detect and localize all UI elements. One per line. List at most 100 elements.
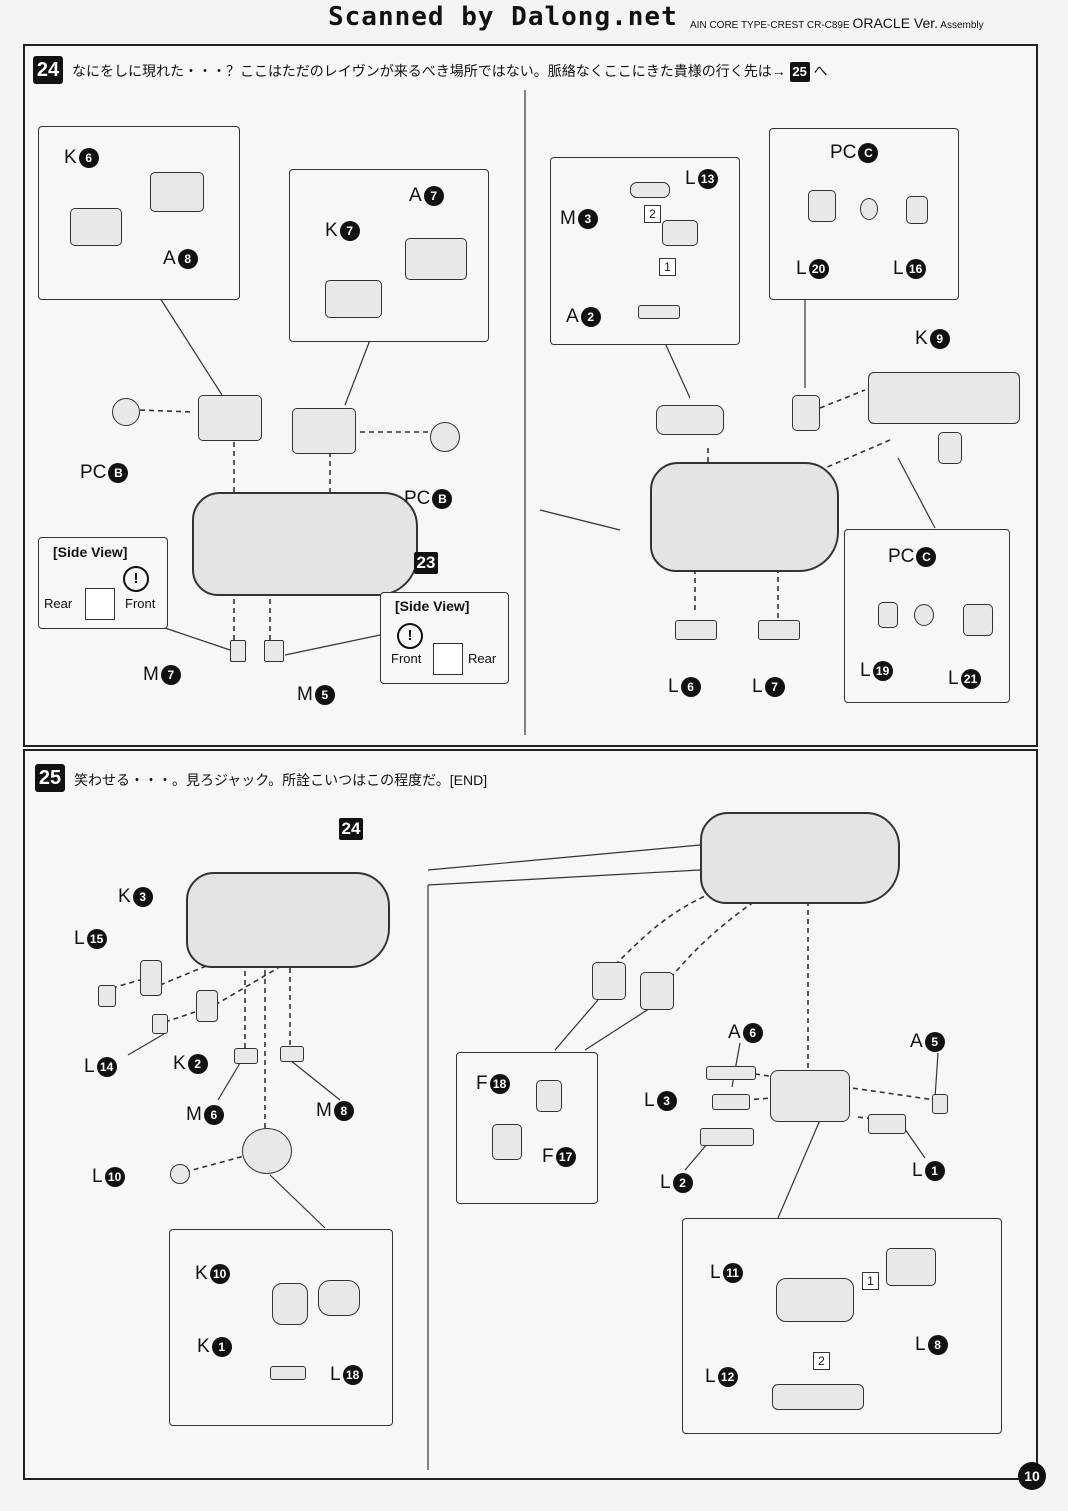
part-l11 [776, 1278, 854, 1322]
part-a6 [706, 1066, 756, 1080]
side-view-left-title: [Side View] [53, 544, 128, 560]
side-view-right-front: Front [391, 651, 422, 666]
part-l19 [878, 602, 898, 628]
part-l14 [152, 1014, 168, 1034]
step25-number: 25 [35, 764, 65, 792]
part-f-block-1 [592, 962, 626, 1000]
side-view-right-title: [Side View] [395, 598, 470, 614]
part-k2 [196, 990, 218, 1022]
assembly-24 [186, 872, 390, 968]
assembly-ref-24: 24 [339, 818, 363, 840]
step24-number: 24 [33, 56, 63, 84]
part-l7 [758, 620, 800, 640]
part-a7 [405, 238, 467, 280]
model-name: AIN CORE TYPE-CREST CR-C89E [690, 20, 850, 31]
side-view-right-rear: Rear [468, 651, 497, 666]
part-k1 [270, 1366, 306, 1380]
order-mark-1-step25: 1 [862, 1272, 879, 1290]
side-view-left-part [85, 588, 115, 620]
step25-text: 笑わせる・・・。見ろジャック。所詮こいつはこの程度だ。[END] [74, 772, 488, 788]
step24-next-ref: 25 [789, 62, 810, 83]
step24-instruction: なにをしに現れた・・・？ここはただのレイヴンが来るべき場所ではない。脈絡なくここ… [72, 61, 828, 83]
side-view-right: [Side View] ! Front Rear [380, 592, 509, 684]
part-l1 [868, 1114, 906, 1134]
part-barrel-assembly [656, 405, 724, 435]
step24-suffix: へ [813, 63, 828, 79]
section-name: Assembly [940, 20, 984, 31]
part-l12 [772, 1384, 864, 1410]
part-pcb-right [430, 422, 460, 452]
part-l21 [963, 604, 993, 636]
page-number: 10 [1018, 1462, 1046, 1490]
order-mark-1: 1 [659, 258, 676, 276]
part-m8 [280, 1046, 304, 1062]
part-f17 [536, 1080, 562, 1112]
side-view-left: [Side View] ! Rear Front [38, 537, 168, 629]
part-m3 [630, 182, 670, 198]
part-k6 [70, 208, 122, 246]
part-pcc-bottom [914, 604, 934, 626]
part-l2 [700, 1128, 754, 1146]
part-base [770, 1070, 850, 1122]
part-m5 [264, 640, 284, 662]
part-f18 [492, 1124, 522, 1160]
caution-icon: ! [397, 623, 423, 649]
assembly-step24-main [650, 462, 839, 572]
part-l20-placed [792, 395, 820, 431]
part-k9 [868, 372, 1020, 424]
scanner-credit: Scanned by Dalong.net [328, 2, 678, 32]
side-view-right-part [433, 643, 463, 675]
part-l18 [318, 1280, 360, 1316]
step24-text: なにをしに現れた・・・？ここはただのレイヴンが来るべき場所ではない。脈絡なくここ… [72, 63, 786, 79]
assembly-ref-23: 23 [414, 552, 438, 574]
detail-box-f18-f17 [456, 1052, 598, 1204]
part-a2 [638, 305, 680, 319]
part-l13 [662, 220, 698, 246]
assembly-step25-top [700, 812, 900, 904]
caution-icon: ! [123, 566, 149, 592]
page-header: AIN CORE TYPE-CREST CR-C89E ORACLE Ver. … [690, 15, 984, 31]
part-pcc-top [860, 198, 878, 220]
part-l21-placed [938, 432, 962, 464]
part-head-assembly [242, 1128, 292, 1174]
part-a8 [150, 172, 204, 212]
part-k10 [272, 1283, 308, 1325]
part-l6 [675, 620, 717, 640]
side-view-left-front: Front [125, 596, 156, 611]
part-k7 [325, 280, 382, 318]
part-l16 [906, 196, 928, 224]
part-l8 [886, 1248, 936, 1286]
part-l20 [808, 190, 836, 222]
detail-box-k10-k1-l18 [169, 1229, 393, 1426]
